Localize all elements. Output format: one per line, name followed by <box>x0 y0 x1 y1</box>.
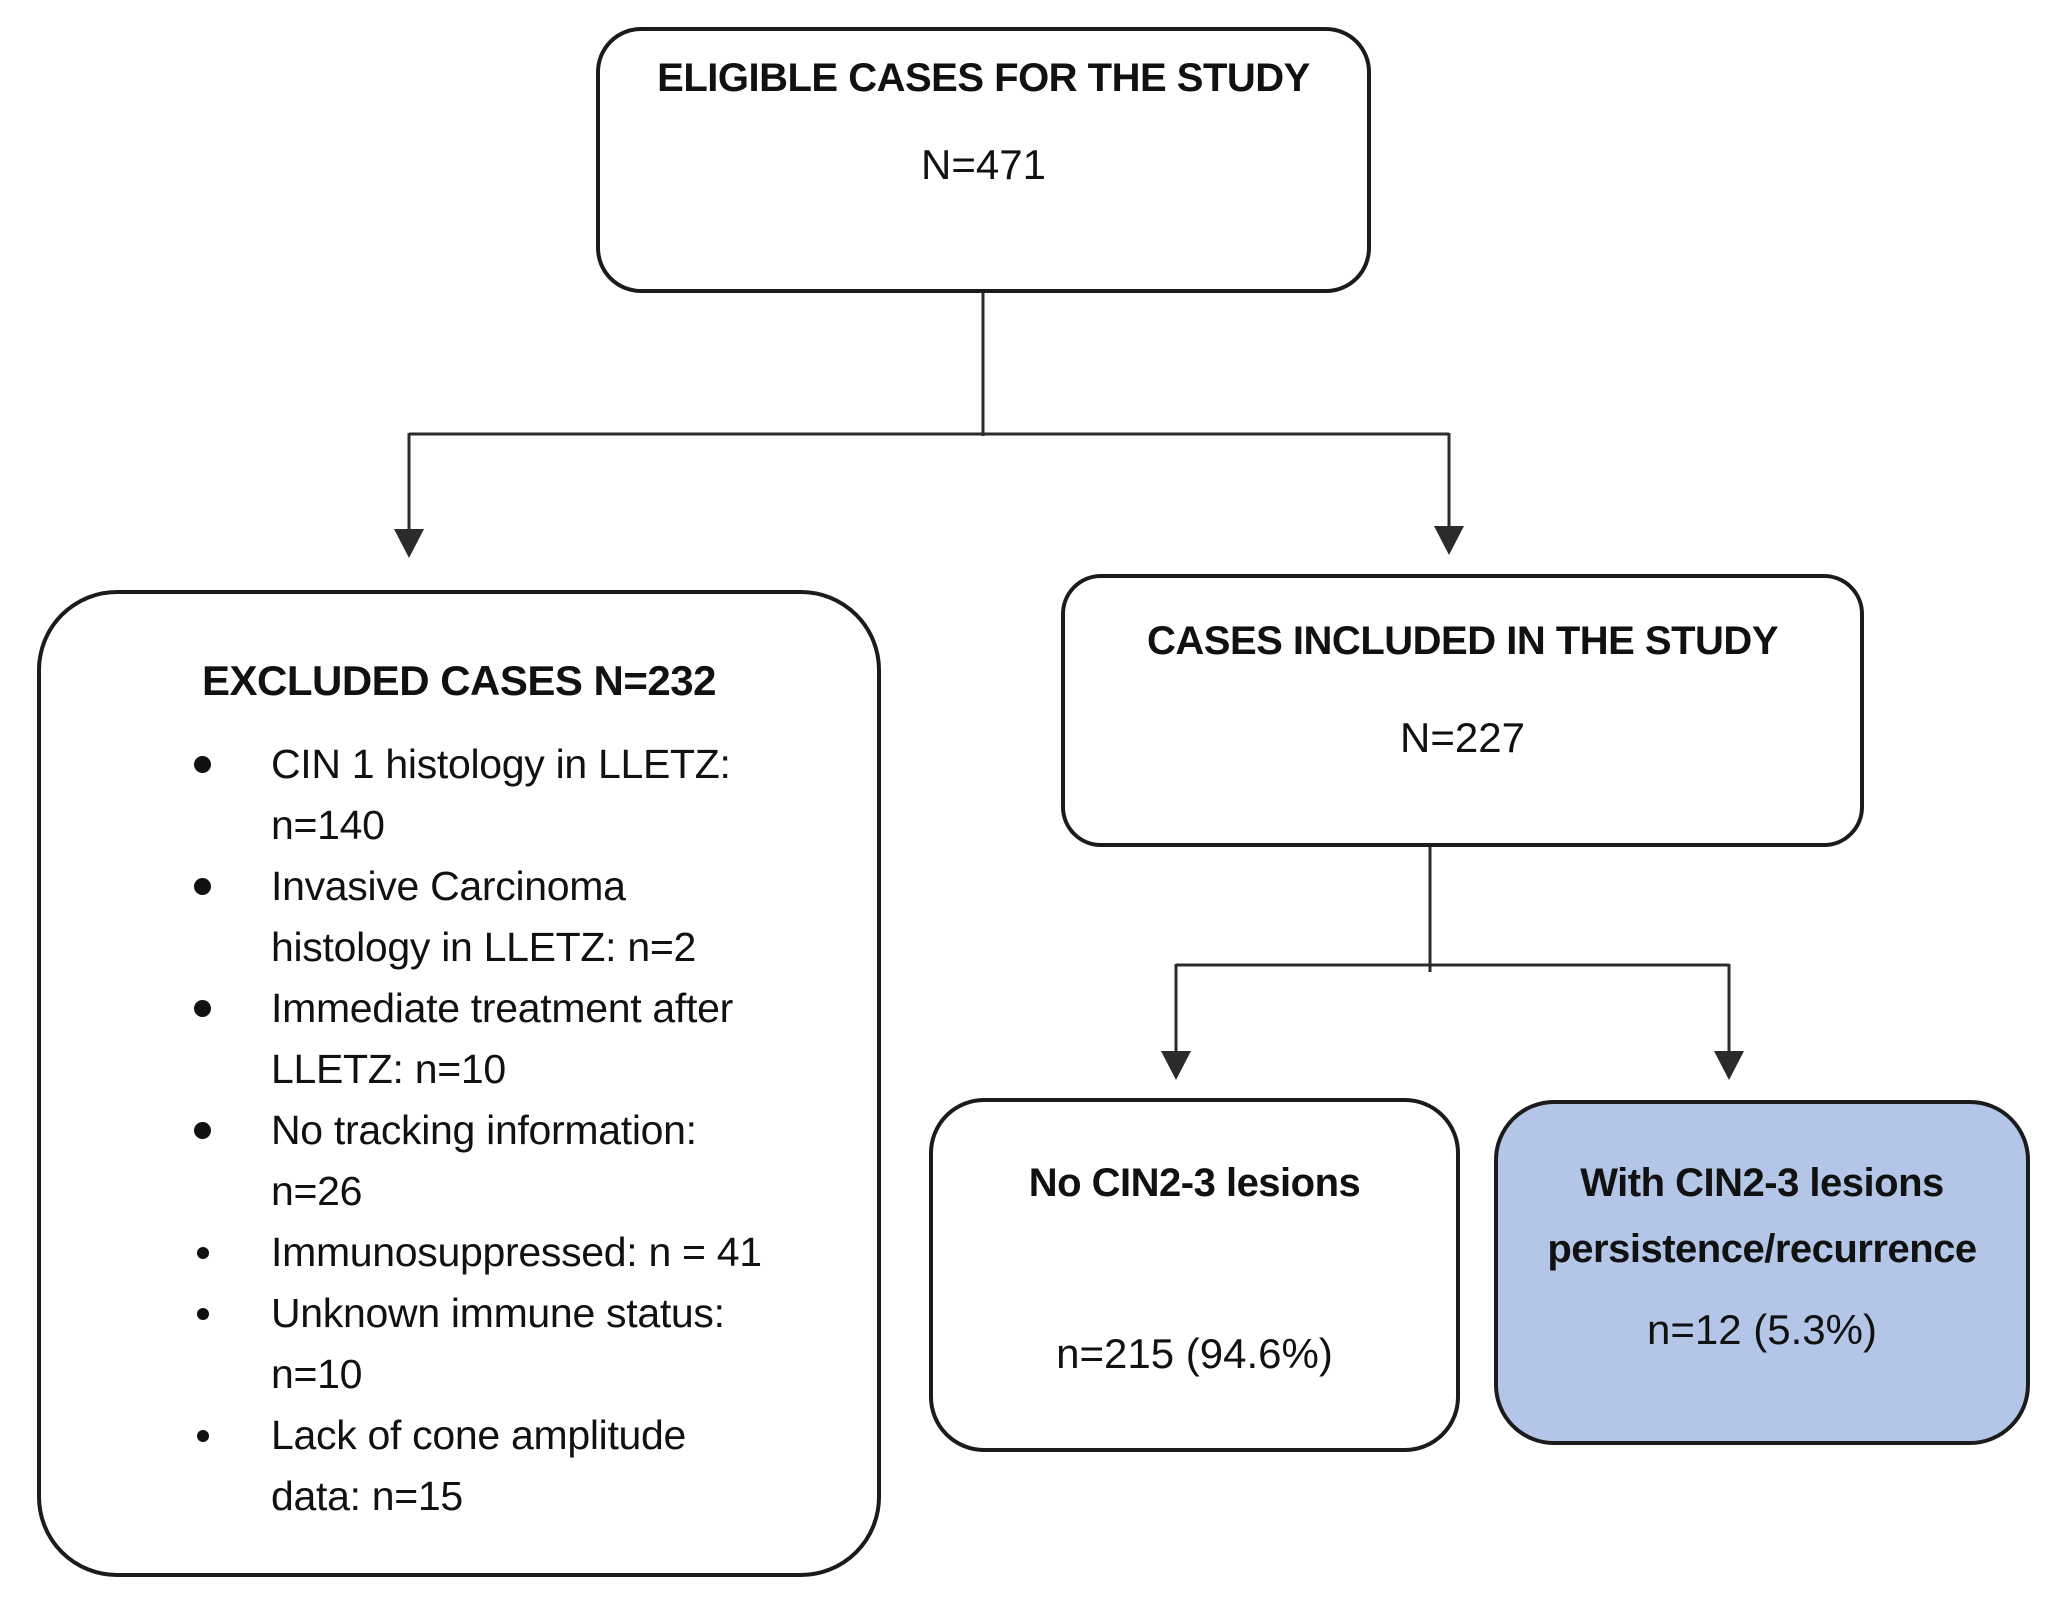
list-item: Lack of cone amplitude data: n=15 <box>41 1405 877 1527</box>
bullet-icon <box>197 1247 209 1259</box>
no-lesions-title: No CIN2-3 lesions <box>1028 1161 1361 1205</box>
excluded-reason-line: n=10 <box>271 1351 363 1397</box>
arrowhead-to-included <box>1434 526 1464 555</box>
excluded-reasons-list: CIN 1 histology in LLETZ: n=140 Invasive… <box>41 734 877 1527</box>
list-item: Invasive Carcinoma histology in LLETZ: n… <box>41 856 877 978</box>
excluded-reason-line: Unknown immune status: <box>271 1290 725 1336</box>
bullet-icon <box>194 1122 211 1139</box>
excluded-reason-line: Immunosuppressed: n = 41 <box>271 1229 762 1275</box>
included-cases-box: CASES INCLUDED IN THE STUDY N=227 <box>1061 574 1864 847</box>
excluded-reason-line: histology in LLETZ: n=2 <box>271 924 696 970</box>
arrowhead-to-withlesions <box>1714 1051 1744 1080</box>
excluded-cases-box: EXCLUDED CASES N=232 CIN 1 histology in … <box>37 590 881 1577</box>
excluded-reason-line: n=140 <box>271 802 385 848</box>
bullet-icon <box>197 1308 209 1320</box>
included-cases-count: N=227 <box>1400 714 1525 761</box>
excluded-reason-line: data: n=15 <box>271 1473 463 1519</box>
bullet-icon <box>194 1000 211 1017</box>
excluded-reason-line: n=26 <box>271 1168 363 1214</box>
bullet-icon <box>194 756 211 773</box>
list-item: CIN 1 histology in LLETZ: n=140 <box>41 734 877 856</box>
bullet-icon <box>194 878 211 895</box>
excluded-reason-line: Lack of cone amplitude <box>271 1412 687 1458</box>
with-lesions-count: n=12 (5.3%) <box>1647 1306 1877 1353</box>
list-item: Unknown immune status: n=10 <box>41 1283 877 1405</box>
with-lesions-title-line: With CIN2-3 lesions <box>1580 1161 1944 1205</box>
with-lesions-title: With CIN2-3 lesions persistence/recurren… <box>1498 1150 2026 1282</box>
list-item: No tracking information: n=26 <box>41 1100 877 1222</box>
no-lesions-count: n=215 (94.6%) <box>1056 1330 1333 1377</box>
no-lesions-box: No CIN2-3 lesions n=215 (94.6%) <box>929 1098 1460 1452</box>
excluded-reason-line: CIN 1 histology in LLETZ: <box>271 741 731 787</box>
eligible-cases-count: N=471 <box>921 141 1046 188</box>
excluded-reason-line: Invasive Carcinoma <box>271 863 626 909</box>
with-lesions-title-line: persistence/recurrence <box>1547 1227 1977 1271</box>
excluded-reason-line: No tracking information: <box>271 1107 697 1153</box>
excluded-reason-line: LLETZ: n=10 <box>271 1046 506 1092</box>
excluded-reason-line: Immediate treatment after <box>271 985 733 1031</box>
list-item: Immediate treatment after LLETZ: n=10 <box>41 978 877 1100</box>
bullet-icon <box>197 1430 209 1442</box>
with-lesions-box: With CIN2-3 lesions persistence/recurren… <box>1494 1100 2030 1445</box>
arrowhead-to-excluded <box>394 529 424 558</box>
eligible-cases-box: ELIGIBLE CASES FOR THE STUDY N=471 <box>596 27 1371 293</box>
included-cases-title: CASES INCLUDED IN THE STUDY <box>1147 619 1779 663</box>
excluded-cases-title: EXCLUDED CASES N=232 <box>202 657 717 704</box>
list-item: Immunosuppressed: n = 41 <box>41 1222 877 1283</box>
arrowhead-to-nolesions <box>1161 1051 1191 1080</box>
eligible-cases-title: ELIGIBLE CASES FOR THE STUDY <box>657 56 1310 100</box>
